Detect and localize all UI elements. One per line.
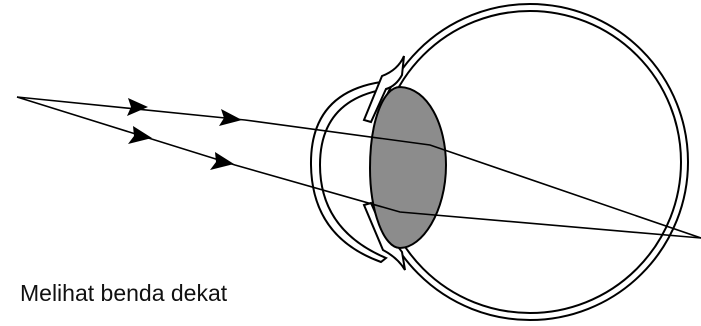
diagram-caption: Melihat benda dekat <box>20 280 227 307</box>
arrowhead-icon <box>128 126 152 144</box>
arrowhead-icon <box>210 152 234 170</box>
arrowhead-icon <box>127 98 148 116</box>
